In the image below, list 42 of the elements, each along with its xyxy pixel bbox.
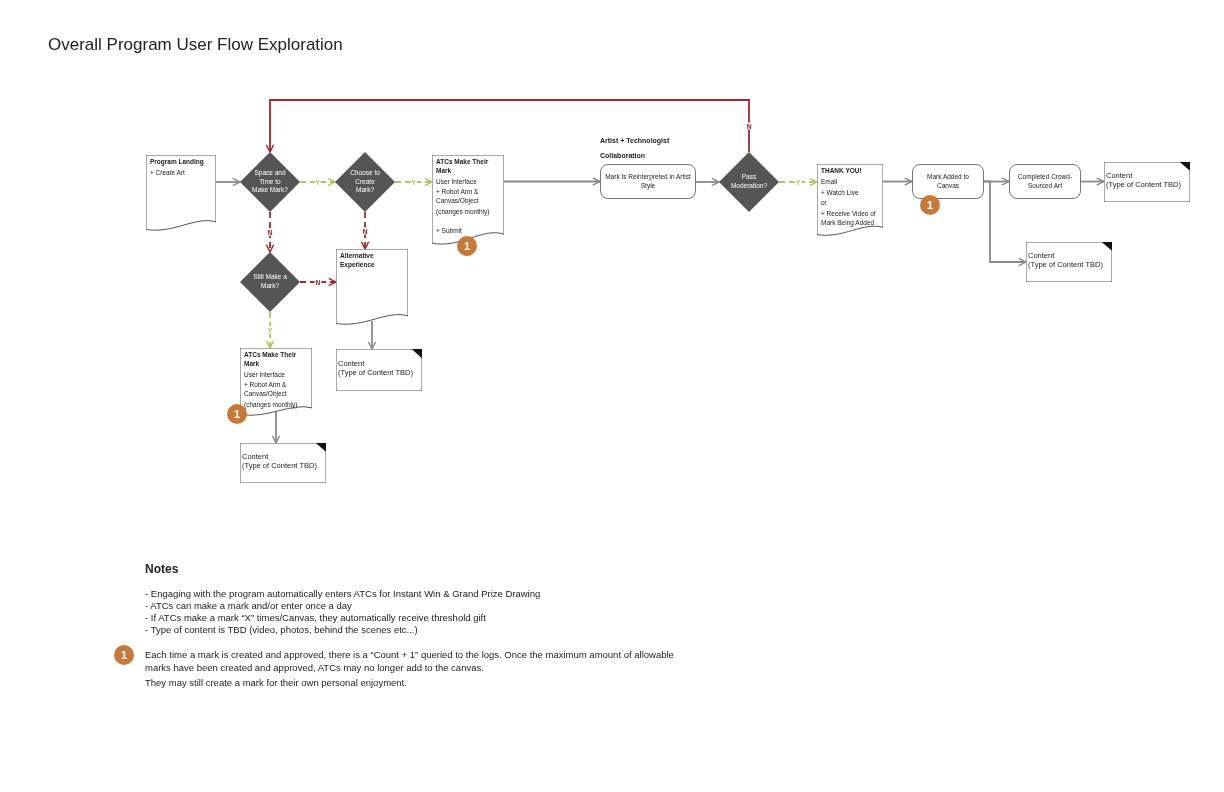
decision-diamond — [240, 252, 300, 312]
note-line: - Type of content is TBD (video, photos, behind the scenes etc...) — [145, 624, 419, 636]
arrow — [1080, 177, 1105, 186]
arrow — [215, 177, 241, 187]
callout-number: 1 — [457, 236, 477, 256]
arrow — [695, 177, 720, 187]
arrow — [778, 177, 818, 187]
title: Overall Program User Flow Exploration — [48, 34, 343, 56]
arrow — [983, 180, 1027, 267]
decision-diamond — [335, 152, 395, 212]
process-box — [1009, 164, 1081, 199]
arrow — [367, 320, 377, 350]
arrow — [503, 177, 601, 186]
process-box — [912, 164, 984, 199]
decision-diamond — [719, 152, 779, 212]
document-shape — [336, 249, 408, 325]
document-shape — [240, 348, 312, 416]
arrow — [271, 411, 281, 444]
arrow — [265, 99, 750, 153]
note-line: - ATCs can make a mark and/or enter once a day — [145, 600, 353, 612]
arrow — [265, 211, 275, 253]
document-shape — [146, 155, 216, 231]
document-shape — [817, 164, 883, 236]
footnote: They may still create a mark for their own personal enjoyment. — [145, 676, 408, 689]
arrow — [265, 311, 275, 349]
content-page — [336, 349, 422, 391]
content-page — [1104, 162, 1190, 202]
decision-diamond — [240, 152, 300, 212]
content-page — [1026, 242, 1112, 282]
arrow — [394, 177, 433, 187]
callout-number: 1 — [114, 645, 134, 665]
footnote: Each time a mark is created and approved, there is a “Count + 1” queried to the logs. Once the maximum amount of allowable marks have been created and approved, ATCs may no longer add to the canvas. — [145, 648, 675, 674]
arrow — [882, 177, 913, 186]
arrow — [299, 177, 336, 187]
arrow — [299, 277, 337, 287]
notes-heading: Notes — [145, 561, 180, 578]
note-line: - Engaging with the program automatically enters ATCs for Instant Win & Grand Prize Drawing — [145, 588, 542, 600]
process-box — [600, 164, 696, 199]
content-page — [240, 443, 326, 483]
note-line: - If ATCs make a mark “X” times/Canvas, they automatically receive threshold gift — [145, 612, 487, 624]
arrow — [360, 211, 370, 250]
callout-number: 1 — [920, 195, 940, 215]
